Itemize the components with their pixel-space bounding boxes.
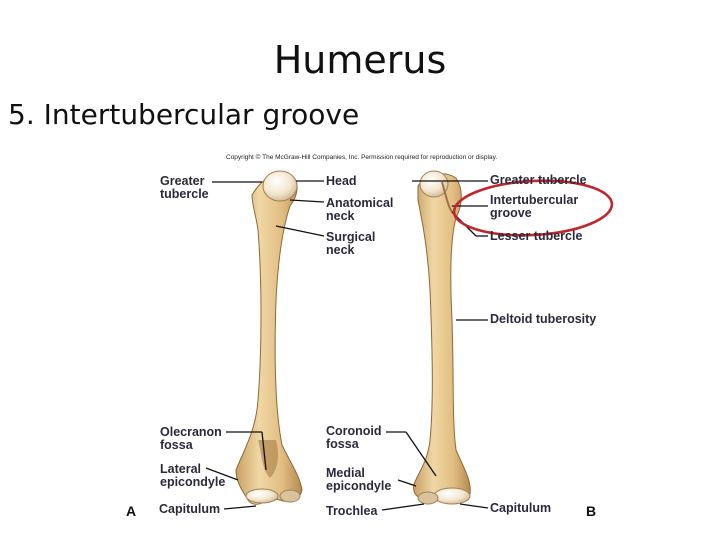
leader-trochlea — [381, 503, 425, 511]
leader-capitulum-a — [223, 505, 257, 510]
label-surgical-neck: Surgical neck — [326, 230, 376, 257]
label-lesser-tubercle: Lesser tubercle — [490, 229, 583, 243]
label-lateral-epicondyle: Lateral epicondyle — [160, 462, 226, 489]
bone-a-olecranon-fossa — [258, 440, 278, 478]
copyright-notice: Copyright © The McGraw-Hill Companies, I… — [226, 154, 498, 161]
leader-capitulum-b — [459, 503, 489, 509]
humerus-anterior-view — [413, 170, 471, 505]
label-olecranon-fossa: Olecranon fossa — [160, 425, 222, 452]
label-greater-tubercle-right: Greater tubercle — [490, 173, 587, 187]
leader-lateral-epicondyle — [205, 467, 239, 481]
label-head: Head — [326, 174, 357, 188]
bone-b-condyle-2 — [417, 491, 439, 505]
bone-b-head — [419, 170, 449, 198]
bone-a-condyle — [245, 488, 279, 504]
bone-b-condyle — [433, 487, 471, 505]
leader-medial-epicondyle — [397, 479, 417, 487]
label-intertubercular-groove: Intertubercular groove — [490, 193, 579, 220]
bone-a-head — [262, 170, 298, 202]
label-anatomical-neck: Anatomical neck — [326, 196, 394, 223]
humerus-posterior-view — [235, 170, 303, 505]
leader-surgical-neck — [275, 225, 325, 237]
label-capitulum-right: Capitulum — [490, 501, 552, 515]
label-greater-tubercle-left: Greater tubercle — [160, 174, 209, 201]
highlight-circle — [452, 179, 614, 237]
label-capitulum-left: Capitulum — [159, 502, 221, 516]
view-letter-a: A — [126, 503, 137, 519]
leader-olecranon-fossa-2 — [261, 431, 267, 471]
slide-title: Humerus — [273, 38, 447, 82]
leader-lines — [205, 180, 489, 511]
bone-a-condyle-2 — [279, 489, 301, 503]
label-deltoid-tuberosity: Deltoid tuberosity — [490, 312, 597, 326]
label-coronoid-fossa: Coronoid fossa — [326, 424, 382, 451]
label-medial-epicondyle: Medial epicondyle — [326, 466, 392, 493]
view-letter-b: B — [586, 503, 597, 519]
label-trochlea: Trochlea — [326, 504, 378, 518]
leader-anatomical-neck — [289, 199, 325, 203]
bone-b-groove — [441, 181, 453, 213]
leader-coronoid-fossa-2 — [405, 431, 437, 477]
slide-subtitle: 5. Intertubercular groove — [8, 98, 360, 131]
